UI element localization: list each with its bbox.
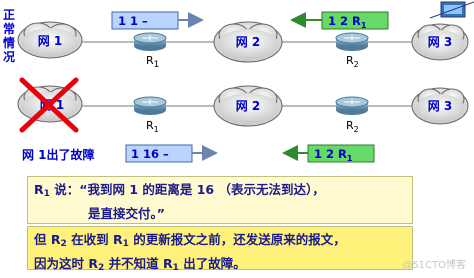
watermark: @51CTO博客 — [402, 260, 466, 271]
router-r1-icon — [133, 32, 167, 51]
network-cloud-2-row2: 网 2 — [213, 85, 283, 127]
fault-cross-icon — [19, 77, 79, 133]
computer-icon — [429, 1, 474, 19]
network-cloud-1: 网 1 — [17, 21, 83, 59]
network-2-label-row2: 网 2 — [236, 99, 261, 113]
router-r2-icon-row2 — [335, 96, 369, 115]
row-fault: 网 1 网 2 网 3 R1 — [17, 77, 469, 163]
message-r1-update-infinite-text: 1 16 – — [131, 147, 169, 161]
r2-explanation-line2: 因为这时 R2 并不知道 R1 出了故障。 — [34, 256, 246, 273]
network-1-label: 网 1 — [38, 34, 63, 48]
message-r1-update: 1 1 – — [111, 11, 204, 30]
router-r1-icon-row2 — [133, 96, 167, 115]
fault-label: 网 1出了故障 — [22, 148, 95, 162]
message-r2-update-text: 1 2 R1 — [328, 14, 367, 30]
router-r2-icon — [335, 32, 369, 51]
r1-statement-note: R1 说：“我到网 1 的距离是 16 （表示无法到达）， 是直接交付。” — [27, 176, 413, 224]
r1-statement-line2: 是直接交付。” — [88, 206, 165, 221]
r1-statement-line1: R1 说：“我到网 1 的距离是 16 （表示无法到达）， — [34, 182, 325, 199]
router-r2-label-row2: R2 — [346, 119, 359, 134]
network-2-label: 网 2 — [236, 35, 261, 49]
network-cloud-3: 网 3 — [411, 23, 469, 61]
message-r1-update-infinite: 1 16 – — [125, 144, 218, 163]
router-r2-label: R2 — [346, 54, 359, 69]
message-r1-update-text: 1 1 – — [118, 14, 148, 28]
message-r2-update: 1 2 R1 — [290, 11, 389, 30]
router-r1-label: R1 — [146, 54, 159, 70]
network-3-label-row2: 网 3 — [428, 99, 453, 113]
r2-explanation-note: 但 R2 在收到 R1 的更新报文之前，还发送原来的报文， 因为这时 R2 并不… — [27, 226, 413, 273]
network-cloud-1-failed: 网 1 — [17, 85, 83, 123]
network-cloud-2: 网 2 — [213, 21, 283, 63]
normal-case-label: 正常情况 — [2, 8, 15, 64]
network-3-label: 网 3 — [428, 35, 453, 49]
network-cloud-3-row2: 网 3 — [411, 87, 469, 125]
router-r1-label-row2: R1 — [146, 119, 159, 134]
row-normal: 网 1 网 2 网 3 R1 R2 — [17, 11, 469, 70]
r2-explanation-line1: 但 R2 在收到 R1 的更新报文之前，还发送原来的报文， — [34, 232, 346, 249]
message-r2-old-update-text: 1 2 R1 — [314, 147, 353, 163]
message-r2-old-update: 1 2 R1 — [282, 144, 375, 163]
